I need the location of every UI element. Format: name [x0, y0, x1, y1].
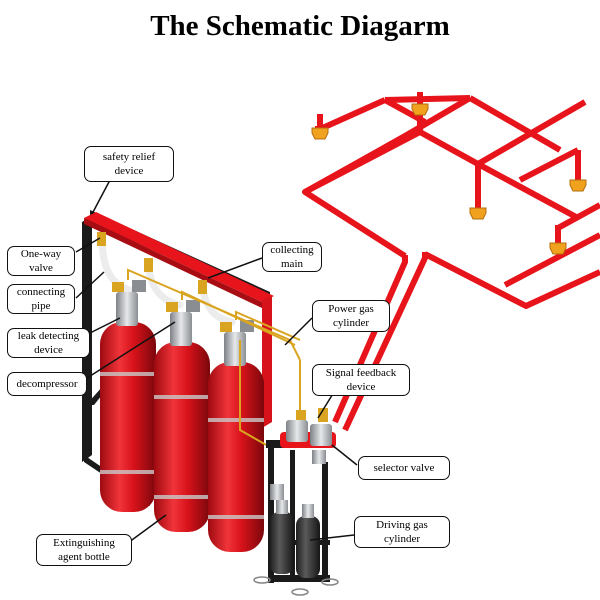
driving-gas-cylinders — [270, 484, 320, 578]
nozzle-icon — [569, 179, 587, 192]
nozzle-icon — [549, 242, 567, 255]
nozzle-drops — [317, 92, 581, 243]
page-title: The Schematic Diagarm — [150, 10, 450, 42]
label-one-way-valve: One-way valve — [7, 246, 75, 276]
label-driving-gas-cylinder: Driving gas cylinder — [354, 516, 450, 548]
collecting-main-pipe — [84, 212, 274, 428]
label-signal-feedback-device: Signal feedback device — [312, 364, 410, 396]
nozzle-icon — [311, 127, 329, 140]
control-tubing — [127, 268, 301, 447]
agent-cylinder-2 — [154, 342, 210, 532]
nozzle-icon — [469, 207, 487, 220]
nozzles — [311, 103, 587, 255]
nozzle-icon — [411, 103, 429, 116]
label-collecting-main: collecting main — [262, 242, 322, 272]
agent-cylinder-1 — [100, 322, 156, 512]
label-decompressor: decompressor — [7, 372, 87, 396]
selector-valve-assembly — [280, 408, 336, 464]
bottom-feet — [253, 576, 339, 596]
one-way-valves — [97, 232, 207, 294]
label-safety-relief-device: safety relief device — [84, 146, 174, 182]
agent-cylinder-3 — [208, 362, 264, 552]
label-connecting-pipe: connecting pipe — [7, 284, 75, 314]
label-extinguishing-agent-bottle: Extinguishing agent bottle — [36, 534, 132, 566]
label-selector-valve: selector valve — [358, 456, 450, 480]
label-power-gas-cylinder: Power gas cylinder — [312, 300, 390, 332]
agent-cylinders — [100, 322, 264, 552]
label-leak-detecting-device: leak detecting device — [7, 328, 90, 358]
